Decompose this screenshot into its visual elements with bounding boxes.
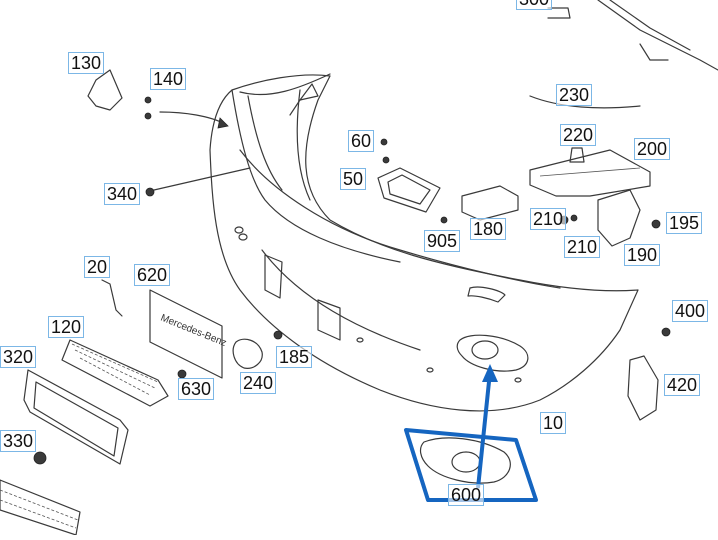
part-130 — [87, 69, 123, 111]
label-120[interactable]: 120 — [48, 316, 85, 338]
upper-trim-strip — [239, 73, 331, 116]
license-plate-620: Mercedes-Benz — [149, 289, 228, 379]
label-130[interactable]: 130 — [68, 52, 105, 74]
label-200[interactable]: 200 — [634, 138, 671, 160]
label-420[interactable]: 420 — [664, 374, 701, 396]
label-190[interactable]: 190 — [624, 244, 661, 266]
label-210-b[interactable]: 210 — [564, 236, 601, 258]
label-185[interactable]: 185 — [276, 346, 313, 368]
plate-text: Mercedes-Benz — [159, 313, 228, 349]
label-320[interactable]: 320 — [0, 346, 37, 368]
label-10[interactable]: 10 — [540, 412, 567, 434]
label-210-a[interactable]: 210 — [530, 208, 567, 230]
trim-230 — [529, 95, 641, 109]
label-60[interactable]: 60 — [348, 130, 375, 152]
label-905[interactable]: 905 — [424, 230, 461, 252]
label-50[interactable]: 50 — [340, 168, 367, 190]
label-620[interactable]: 620 — [134, 264, 171, 286]
bracket-200 — [529, 149, 651, 197]
screws — [33, 96, 671, 465]
cover-240 — [232, 338, 263, 369]
radar-sensor-180 — [461, 185, 519, 221]
wiring-harness — [547, 0, 718, 71]
part-220 — [569, 147, 585, 163]
clip-20 — [101, 279, 123, 317]
label-180[interactable]: 180 — [470, 218, 507, 240]
grille-120 — [61, 339, 169, 407]
pointer-arrow — [159, 111, 229, 129]
label-400[interactable]: 400 — [672, 300, 709, 322]
sensor-bracket-50 — [377, 167, 441, 213]
label-240[interactable]: 240 — [240, 372, 277, 394]
license-plate-holder-320 — [23, 369, 129, 465]
label-630[interactable]: 630 — [178, 378, 215, 400]
bumper-cover-10 — [209, 74, 639, 412]
label-300[interactable]: 300 — [516, 0, 553, 10]
label-195[interactable]: 195 — [666, 212, 703, 234]
label-140[interactable]: 140 — [150, 68, 187, 90]
bracket-420 — [627, 355, 659, 421]
lower-grille-fragment — [0, 479, 81, 536]
label-230[interactable]: 230 — [556, 84, 593, 106]
bracket-190 — [597, 189, 641, 247]
label-20[interactable]: 20 — [84, 256, 111, 278]
label-340[interactable]: 340 — [104, 183, 141, 205]
label-220[interactable]: 220 — [560, 124, 597, 146]
label-600[interactable]: 600 — [448, 484, 485, 506]
fog-lamp-bezel-600 — [404, 364, 538, 502]
label-330[interactable]: 330 — [0, 430, 37, 452]
